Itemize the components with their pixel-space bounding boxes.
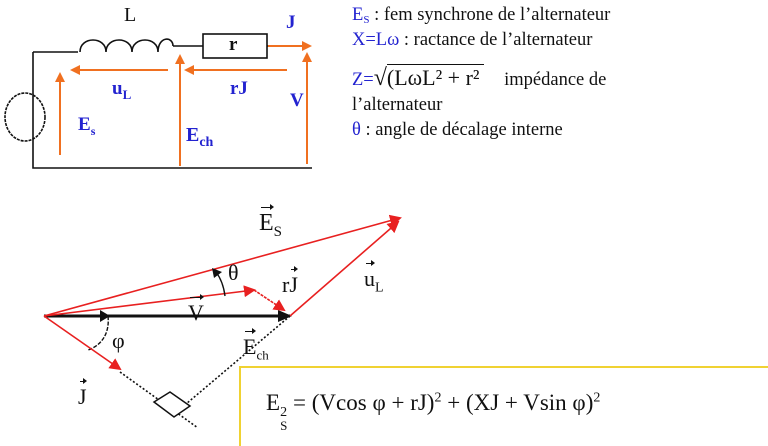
circuit-arrows	[55, 41, 312, 166]
uL-label: uL	[112, 78, 132, 102]
legend-item-x: X=Lω : ractance de l’alternateur	[352, 30, 593, 50]
Es-vector	[43, 214, 402, 317]
uL-vector-label: uL	[364, 260, 384, 296]
resistor	[202, 33, 268, 59]
Es-label: Es	[78, 114, 96, 138]
phasor-diagram	[43, 214, 402, 429]
circuit-schematic	[4, 33, 312, 169]
V-label: V	[290, 90, 304, 111]
theta-arc	[215, 271, 226, 297]
inductor-label: L	[124, 4, 137, 26]
uL-vector	[289, 220, 400, 317]
sqrt-icon: √	[373, 65, 387, 91]
voltage-source-icon	[4, 92, 46, 142]
legend-item-z-cont: l’alternateur	[352, 95, 443, 115]
legend: ES : fem synchrone de l’alternateur X=Lω…	[352, 6, 762, 146]
theta-label: θ	[228, 260, 239, 285]
phi-arc	[87, 315, 109, 351]
rJ-label: rJ	[230, 78, 248, 99]
current-label: J	[286, 12, 296, 33]
legend-item-z: Z=√(LωL² + r² impédance de	[352, 64, 607, 91]
rJ-vector-label: rJ	[282, 266, 298, 297]
Ech-vector	[43, 285, 256, 317]
J-vector-label: J	[78, 378, 87, 409]
Es-vector-label: ES	[259, 204, 283, 240]
phi-label: φ	[112, 328, 125, 353]
wire-left	[32, 52, 312, 169]
right-angle-marker	[152, 391, 192, 418]
diagram-canvas	[4, 33, 402, 429]
Ech-vector-label: Ech	[243, 328, 269, 363]
inductor-coil	[79, 38, 174, 53]
rJ-vector	[253, 289, 286, 312]
V-vector-label: V	[188, 294, 204, 325]
resistor-label: r	[229, 34, 238, 55]
J-vector	[43, 315, 122, 371]
Ech-label: Ech	[186, 124, 214, 150]
Ech-projection	[185, 315, 291, 405]
legend-item-theta: θ : angle de décalage interne	[352, 120, 563, 140]
legend-item-es: ES : fem synchrone de l’alternateur	[352, 5, 611, 26]
